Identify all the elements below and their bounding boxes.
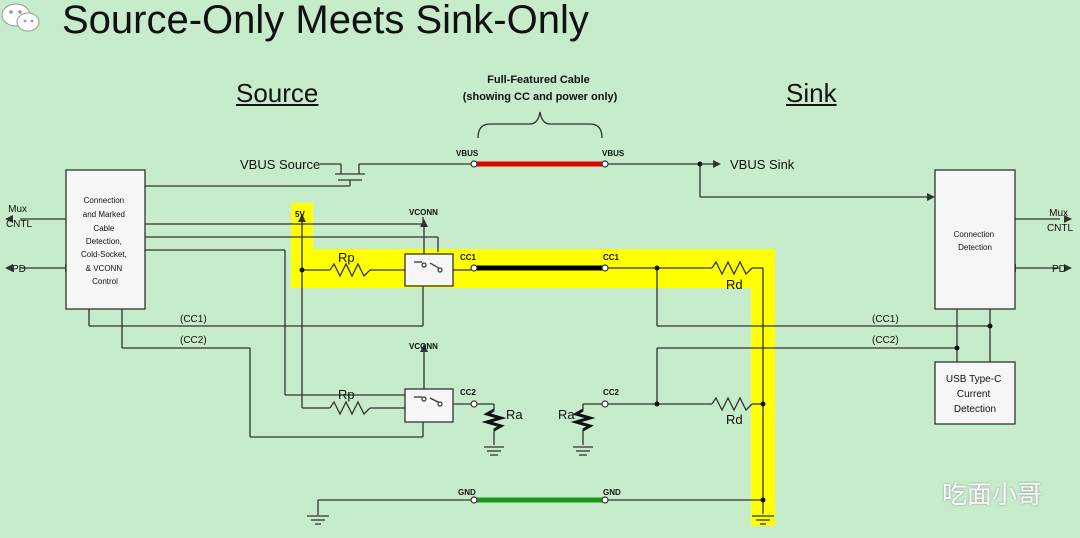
ra-sink-label: Ra <box>558 407 575 422</box>
cc1-source-terminal: CC1 <box>460 253 477 262</box>
cc1-sink-terminal: CC1 <box>603 253 620 262</box>
source-box-line: & VCONN <box>86 264 123 273</box>
pd-left-label: PD <box>12 264 26 275</box>
rd-top-label: Rd <box>726 277 743 292</box>
usb-box-line: Current <box>957 389 991 400</box>
page-title: Source-Only Meets Sink-Only <box>62 0 589 42</box>
cc2-bus-left-label: (CC2) <box>180 335 207 346</box>
svg-text:Mux CNTL: Mux CNTL <box>6 204 33 230</box>
usb-box-line: Detection <box>954 404 996 415</box>
svg-text:Connection Detection: Connection Detection <box>954 230 997 252</box>
watermark: 吃面小哥 <box>941 480 1042 509</box>
mux-left-label: Mux <box>8 204 27 215</box>
vbus-sink-label: VBUS Sink <box>730 157 795 172</box>
pd-right-label: PD <box>1052 264 1066 275</box>
vconn-top-label: VCONN <box>409 208 438 217</box>
sink-box-line: Detection <box>958 243 992 252</box>
ra-source-label: Ra <box>506 407 523 422</box>
rd-bottom-label: Rd <box>726 412 743 427</box>
rp-top-label: Rp <box>338 250 355 265</box>
cc2-bus-right-label: (CC2) <box>872 335 899 346</box>
sink-heading: Sink <box>786 78 837 108</box>
highlight-path <box>291 203 775 526</box>
svg-text:Connection and Marked: Connection and Marked Cable Detection, C… <box>81 196 129 286</box>
rp-bottom-label: Rp <box>338 387 355 402</box>
gnd-source-terminal: GND <box>458 488 476 497</box>
sink-connection-box <box>934 169 1016 310</box>
cc2-source-terminal: CC2 <box>460 388 477 397</box>
five-v-label: 5V <box>295 210 305 219</box>
vbus-left-terminal: VBUS <box>456 149 479 158</box>
svg-text:Mux CNTL: Mux CNTL <box>1047 208 1074 234</box>
source-heading: Source <box>236 78 319 108</box>
sink-box-line: Connection <box>954 230 994 239</box>
cable-subtitle: (showing CC and power only) <box>463 91 618 103</box>
cable-title: Full-Featured Cable <box>487 74 590 86</box>
vconn-bottom-label: VCONN <box>409 342 438 351</box>
source-control-box <box>65 169 146 310</box>
source-box-line: Cable <box>93 224 114 233</box>
svg-text:Full-Featured Cable (sho: Full-Featured Cable (showing CC and powe… <box>463 74 618 103</box>
mux-left-label: CNTL <box>6 219 33 230</box>
gnd-sink-terminal: GND <box>603 488 621 497</box>
mux-right-label: CNTL <box>1047 223 1074 234</box>
cc1-bus-right-label: (CC1) <box>872 314 899 325</box>
svg-text:USB Type-C Current: USB Type-C Current Detection <box>946 374 1004 415</box>
cc1-bus-left-label: (CC1) <box>180 314 207 325</box>
source-box-line: Connection <box>84 196 124 205</box>
source-box-line: and Marked <box>83 210 125 219</box>
vbus-source-label: VBUS Source <box>240 157 320 172</box>
cc2-sink-terminal: CC2 <box>603 388 620 397</box>
usb-box-line: USB Type-C <box>946 374 1001 385</box>
source-box-line: Control <box>92 277 118 286</box>
source-box-line: Detection, <box>86 237 122 246</box>
usb-current-box <box>934 361 1016 425</box>
vbus-right-terminal: VBUS <box>602 149 625 158</box>
source-box-line: Cold-Socket, <box>81 250 127 259</box>
wechat-icon <box>1 3 40 32</box>
mux-right-label: Mux <box>1049 208 1068 219</box>
